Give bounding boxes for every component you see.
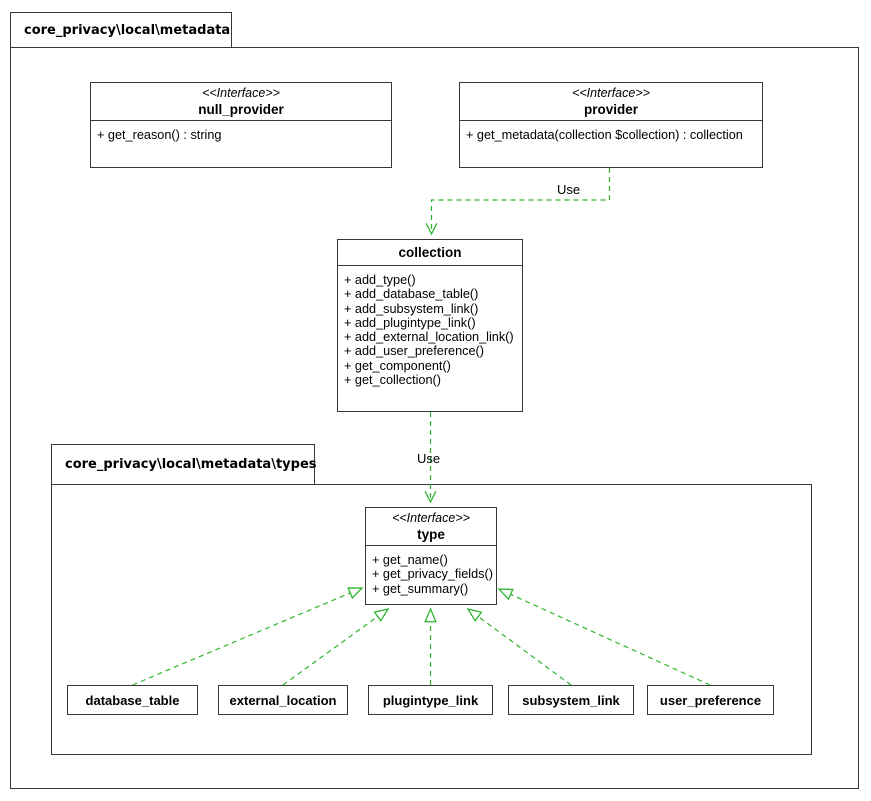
- stereotype-label: <<Interface>>: [572, 86, 650, 100]
- stereotype-label: <<Interface>>: [202, 86, 280, 100]
- method: + add_subsystem_link(): [344, 301, 479, 316]
- class-type: <<Interface>> type + get_name() + get_pr…: [365, 507, 497, 605]
- methods-compartment: + get_metadata(collection $collection) :…: [460, 121, 762, 142]
- package-tab-core-privacy-local-metadata-types: core_privacy\local\metadata\types: [51, 444, 317, 485]
- class-name: plugintype_link: [382, 692, 479, 708]
- class-plugintype-link: plugintype_link: [368, 685, 493, 715]
- stereotype-label: <<Interface>>: [392, 511, 470, 525]
- method: + get_component(): [344, 358, 451, 373]
- class-subsystem-link: subsystem_link: [508, 685, 634, 715]
- edge-label-use-collection-type: Use: [417, 451, 441, 466]
- method: + get_metadata(collection $collection) :…: [466, 128, 743, 142]
- class-header: <<Interface>> null_provider: [91, 83, 391, 121]
- class-null-provider: <<Interface>> null_provider + get_reason…: [90, 82, 392, 168]
- method: + add_external_location_link(): [344, 330, 514, 345]
- class-name: type: [417, 527, 445, 542]
- method: + get_reason() : string: [97, 128, 222, 142]
- method: + add_plugintype_link(): [344, 315, 476, 330]
- class-provider: <<Interface>> provider + get_metadata(co…: [459, 82, 763, 168]
- class-name: database_table: [85, 692, 180, 708]
- class-user-preference: user_preference: [647, 685, 774, 715]
- class-external-location: external_location: [218, 685, 348, 715]
- package-label: core_privacy\local\metadata: [24, 22, 231, 38]
- class-name: external_location: [229, 692, 337, 708]
- package-label: core_privacy\local\metadata\types: [65, 457, 317, 472]
- class-header: collection: [338, 240, 522, 266]
- class-header: <<Interface>> provider: [460, 83, 762, 121]
- class-header: <<Interface>> type: [366, 508, 496, 546]
- methods-compartment: + add_type() + add_database_table() + ad…: [338, 266, 522, 387]
- method: + get_privacy_fields(): [372, 567, 493, 582]
- class-name: null_provider: [198, 102, 284, 117]
- class-name: user_preference: [659, 692, 762, 708]
- package-body-core-privacy-local-metadata: [10, 47, 859, 789]
- method: + get_name(): [372, 553, 448, 567]
- method: + add_type(): [344, 273, 416, 287]
- methods-compartment: + get_reason() : string: [91, 121, 391, 142]
- method: + add_user_preference(): [344, 344, 485, 359]
- class-name: subsystem_link: [522, 692, 620, 708]
- method: + get_collection(): [344, 373, 441, 388]
- method: + get_summary(): [372, 581, 469, 596]
- package-tab-core-privacy-local-metadata: core_privacy\local\metadata: [10, 12, 232, 48]
- class-collection: collection + add_type() + add_database_t…: [337, 239, 523, 412]
- methods-compartment: + get_name() + get_privacy_fields() + ge…: [366, 546, 496, 596]
- edge-label-use-provider-collection: Use: [557, 182, 581, 197]
- class-database-table: database_table: [67, 685, 198, 715]
- class-name: collection: [398, 245, 462, 260]
- class-name: provider: [583, 102, 638, 117]
- method: + add_database_table(): [344, 287, 479, 302]
- package-body-core-privacy-local-metadata-types: [51, 484, 812, 755]
